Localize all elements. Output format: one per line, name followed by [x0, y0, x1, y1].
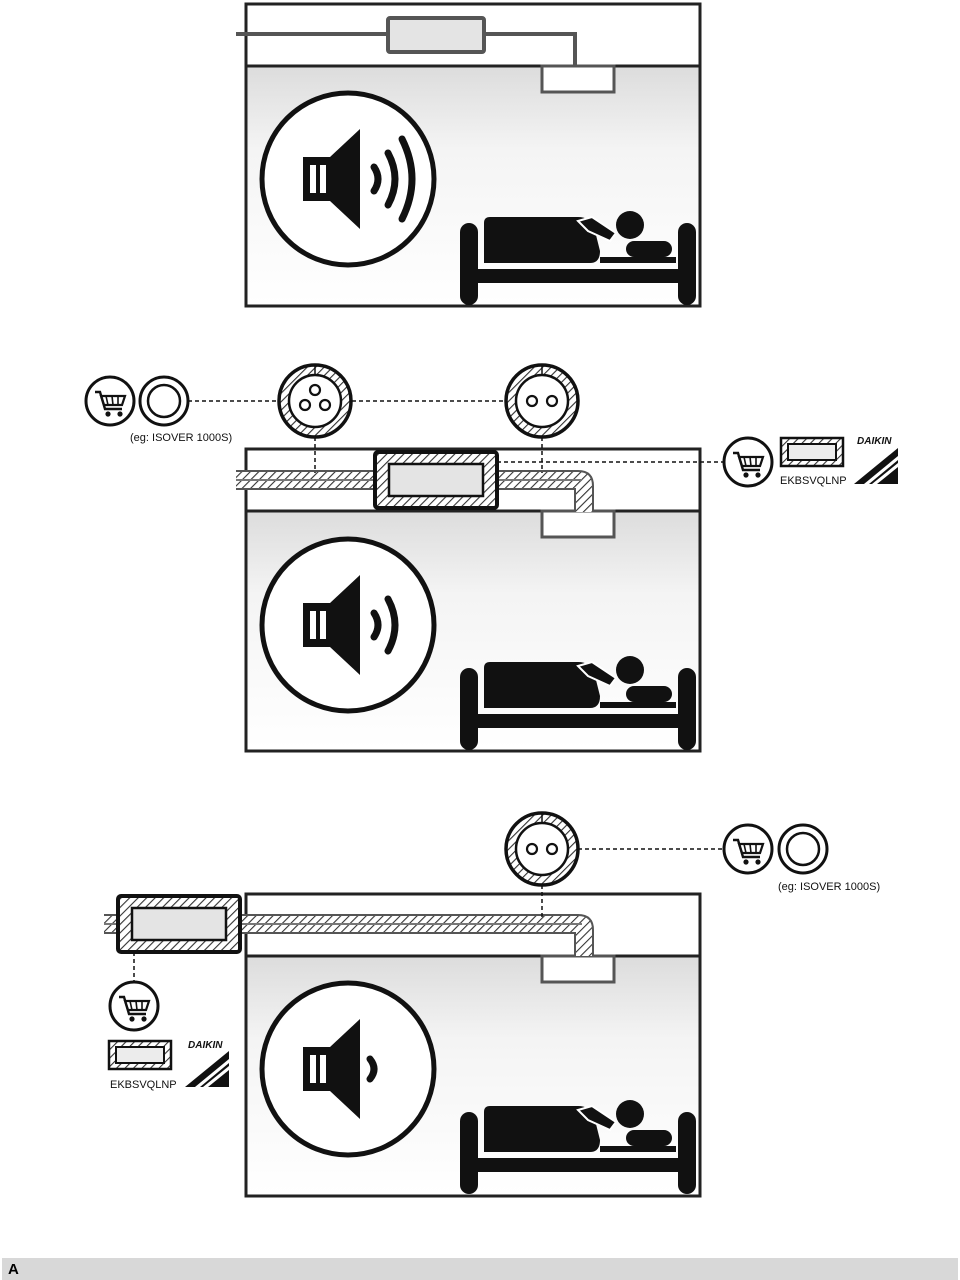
- sound-wave-icon: [366, 1055, 378, 1083]
- kit-code-label: EKBSVQLNP: [110, 1079, 177, 1091]
- footer-label: A: [8, 1261, 19, 1278]
- sound-wave-icon: [370, 135, 416, 223]
- kit-icon: [107, 1039, 173, 1071]
- daikin-logo-icon: [854, 448, 898, 484]
- footer-bar: [2, 1258, 958, 1280]
- daikin-logo-text: DAIKIN: [188, 1040, 223, 1051]
- pipe-cross-section-icon: [277, 363, 353, 439]
- cart-icon: [722, 823, 774, 875]
- speaker-icon: [262, 539, 434, 711]
- insulation-example-label: (eg: ISOVER 1000S): [130, 432, 232, 444]
- dashed-connectors: [133, 848, 724, 982]
- cart-icon: [84, 375, 136, 427]
- panel-3-box-outside-room: (eg: ISOVER 1000S) EKBSVQLNP DAIKIN: [104, 811, 880, 1198]
- kit-icon: [779, 436, 845, 468]
- insulation-ring-icon: [138, 375, 190, 427]
- cart-icon: [722, 436, 774, 488]
- kit-code-label: EKBSVQLNP: [780, 475, 847, 487]
- insulation-example-label: (eg: ISOVER 1000S): [778, 881, 880, 893]
- daikin-logo-icon: [185, 1051, 229, 1087]
- insulation-ring-icon: [777, 823, 829, 875]
- panel-1-no-insulation: [236, 2, 702, 308]
- pipe-cross-section-icon: [504, 811, 580, 887]
- panel-2-insulated-pipe-and-box: (eg: ISOVER 1000S) EKBSVQLNP DAIKIN: [84, 363, 898, 753]
- speaker-icon: [262, 93, 434, 265]
- sound-wave-icon: [370, 595, 399, 655]
- pipe-cross-section-icon: [504, 363, 580, 439]
- cart-icon: [108, 980, 160, 1032]
- dashed-connectors: [188, 400, 724, 473]
- refrigerant-pipe: [236, 32, 577, 66]
- daikin-logo-text: DAIKIN: [857, 436, 892, 447]
- branch-box: [386, 16, 486, 54]
- speaker-icon: [262, 983, 434, 1155]
